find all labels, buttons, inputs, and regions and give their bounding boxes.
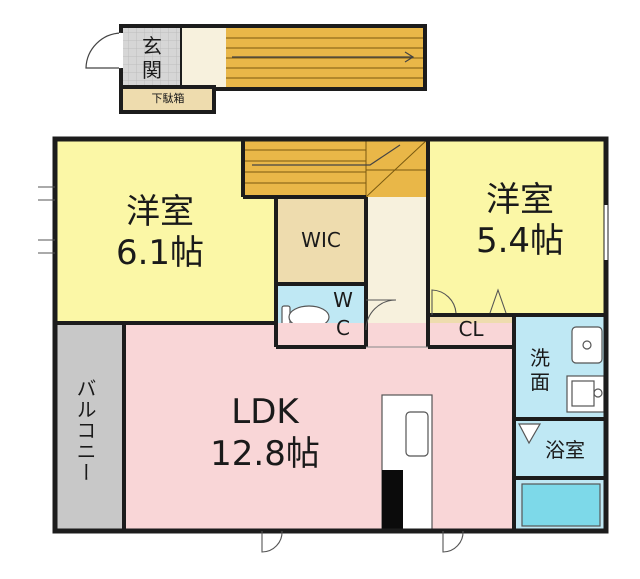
closet-door[interactable]	[431, 289, 457, 315]
genkan-label: 玄関	[142, 34, 162, 82]
wic-area	[276, 197, 366, 284]
ldk-west-strip	[124, 323, 276, 347]
right-room-door[interactable]	[489, 288, 507, 314]
lower-stairs-treads	[243, 138, 429, 198]
lower-stairs-arrow	[252, 144, 401, 166]
wc-label-top: W	[333, 288, 353, 312]
bathtub-icon	[521, 483, 601, 527]
genkan-floor	[123, 28, 181, 87]
washroom-label: 洗面	[530, 346, 550, 394]
balcony-window-lower	[38, 239, 55, 254]
refrigerator-space	[382, 470, 403, 531]
wc-label-bottom: C	[336, 316, 350, 340]
western-room-right-size: 5.4帖	[475, 221, 565, 261]
western-room-left-size: 6.1帖	[115, 233, 205, 273]
ldk-door-right[interactable]	[442, 530, 464, 553]
entry-strip	[85, 24, 427, 114]
entry-door[interactable]	[85, 32, 122, 69]
kitchen-sink-icon	[405, 411, 429, 457]
closet-label: CL	[458, 317, 484, 341]
main-floor	[38, 136, 609, 553]
ldk-door-left[interactable]	[261, 530, 283, 553]
balcony-window-upper	[38, 186, 55, 201]
wc-door[interactable]	[365, 299, 397, 331]
hallway	[366, 197, 428, 347]
interior-walls	[55, 139, 606, 531]
shoe-box-label: 下駄箱	[151, 92, 185, 105]
wic-label: WIC	[301, 228, 341, 252]
ldk-name: LDK	[231, 392, 299, 432]
western-room-right	[428, 139, 606, 315]
outer-walls	[52, 136, 609, 534]
bath-door-icon	[518, 423, 542, 445]
balcony-label: バルコニー	[73, 377, 97, 483]
western-room-left	[55, 139, 276, 323]
door-swings	[38, 186, 507, 553]
balcony-area	[55, 323, 124, 531]
western-room-right-name: 洋室	[486, 180, 554, 220]
ldk-size: 12.8帖	[210, 434, 320, 474]
shoe-box	[119, 85, 216, 114]
ldk-area	[124, 323, 514, 531]
sink-icon	[571, 326, 603, 364]
bathroom-label: 浴室	[545, 438, 585, 462]
entry-hall-floor	[181, 28, 226, 87]
lower-stairs	[243, 139, 428, 197]
upper-stairs-treads	[226, 37, 423, 79]
western-room-left-name: 洋室	[126, 192, 194, 232]
upper-stairs-arrowhead	[404, 51, 415, 63]
washer-pan-icon	[566, 375, 605, 413]
